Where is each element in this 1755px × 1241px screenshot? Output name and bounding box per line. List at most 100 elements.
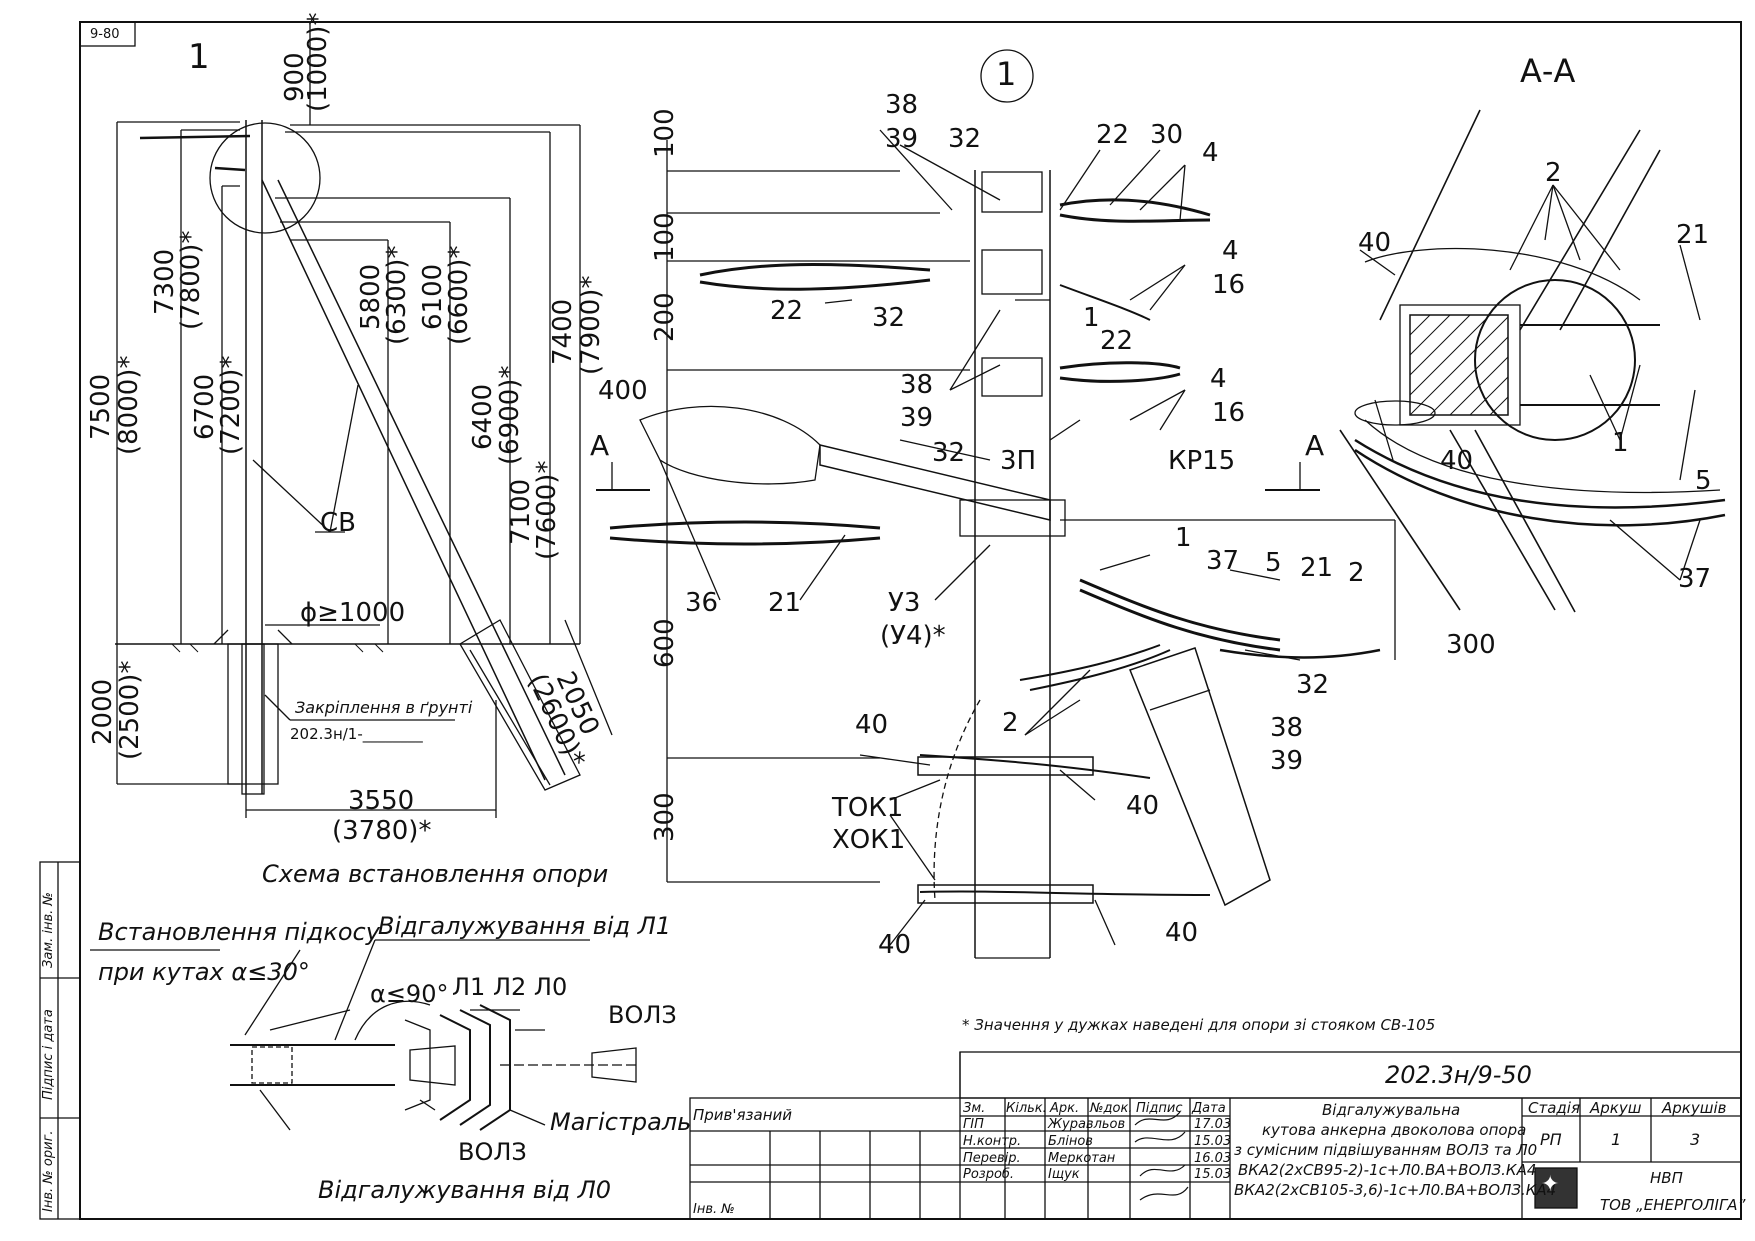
callout-1-a: 1 [1083,303,1100,333]
tb-name-4: Іщук [1048,1167,1080,1182]
dim-h4: 5800 [356,263,386,330]
dim-h3-alt: (7200)* [216,355,246,455]
callout-16-a: 16 [1212,270,1246,300]
callout-39-b: 39 [900,403,934,433]
tb-org-2: ТОВ „ЕНЕРГОЛІГА” [1600,1196,1746,1214]
callout-22-a: 22 [1096,120,1130,150]
callout-32-c: 32 [932,438,966,468]
tb-h-data: Дата [1192,1101,1226,1116]
top-dim-alt: (1000)* [303,12,333,112]
tb-date-3: 16.03 [1194,1151,1232,1166]
callout-40-a: 40 [855,710,889,740]
sec-callout-40-b: 40 [1440,446,1474,476]
doc-code: 202.3н/9-50 [1385,1061,1532,1089]
dim-100-b: 100 [650,212,680,262]
tb-date-1: 17.03 [1194,1117,1232,1132]
callout-tok1: ТОК1 [832,793,904,823]
callout-32-d: 32 [1296,670,1330,700]
section-mark-left: А [590,429,610,462]
tb-sheets: 3 [1690,1130,1701,1149]
dim-h5-alt: (6600)* [444,245,474,345]
logo-icon: ✦ [1541,1172,1560,1197]
dim-h7-alt: (7600)* [532,460,562,560]
dim-h1: 7500 [86,373,116,440]
tb-role-4: Розроб. [963,1167,1015,1182]
vol3-label-a: ВОЛЗ [608,1001,677,1029]
callout-38-c: 38 [1270,713,1304,743]
tb-name-2: Блінов [1048,1134,1093,1149]
strut-note-line1: Встановлення підкосу [98,918,380,946]
tb-h-ndok: №док. [1090,1101,1133,1116]
callout-36: 36 [685,588,719,618]
branch-l1-label: Відгалужування від Л1 [378,912,672,940]
callout-40-c: 40 [1165,918,1199,948]
tb-desc-5: ВКА2(2хСВ105-3,6)-1с+Л0.ВА+ВОЛЗ.КА4 [1234,1181,1557,1199]
sheet-tag: 9-80 [90,27,120,42]
tb-name-1: Журавльов [1048,1117,1126,1132]
callout-2-b: 2 [1002,708,1019,738]
dim-h1-alt: (8000)* [114,355,144,455]
tb-sheets-h: Аркушів [1662,1099,1727,1117]
callout-32-b: 32 [872,303,906,333]
tb-date-4: 15.03 [1194,1167,1232,1182]
base-dim-alt: (3780)* [332,816,432,846]
callout-4-b: 4 [1222,236,1239,266]
callout-kr15: КР15 [1168,446,1236,476]
tb-desc-3: з сумісним підвішуванням ВОЛЗ та Л0 [1234,1141,1538,1159]
tb-desc-2: кутова анкерна двоколова опора [1262,1121,1527,1139]
dim-600: 600 [650,618,680,668]
attached-label: Прив'язаний [693,1106,793,1124]
callout-38-b: 38 [900,370,934,400]
sec-callout-21: 21 [1676,220,1710,250]
dim-300: 300 [650,792,680,842]
tb-stage: РП [1540,1130,1562,1149]
strut-note-line2: при кутах α≤30° [98,958,310,986]
sec-callout-5: 5 [1695,466,1712,496]
tb-h-zm: Зм. [963,1101,986,1116]
tb-date-2: 15.03 [1194,1134,1232,1149]
detail-ref-label: 1 [188,37,210,77]
pole-type-label: СВ [320,508,356,538]
sec-callout-1: 1 [1612,428,1629,458]
callout-21-b: 21 [1300,553,1334,583]
diameter-dim: ϕ≥1000 [300,598,406,628]
callout-16-b: 16 [1212,398,1246,428]
base-dim: 3550 [348,786,415,816]
section-mark-right: А [1305,429,1325,462]
callout-1-b: 1 [1175,523,1192,553]
callout-u3: У3 [888,588,921,618]
sec-callout-2: 2 [1545,158,1562,188]
anchor-label: Закріплення в ґрунті [295,698,473,717]
dim-h6-alt: (6900)* [495,365,525,465]
angle-label: α≤90° [370,980,449,1008]
dim-h8-alt: (7900)* [576,275,606,375]
tb-stage-h: Стадія [1528,1099,1580,1117]
tb-h-kilk: Кільк. [1006,1101,1047,1116]
dim-100-a: 100 [650,108,680,158]
depth-dim: 2000 [88,678,118,745]
tb-org-1: НВП [1650,1169,1683,1187]
callout-4-c: 4 [1210,364,1227,394]
callout-3p: 3П [1000,446,1037,476]
callout-39-c: 39 [1270,746,1304,776]
callout-30: 30 [1150,120,1184,150]
tb-sheet: 1 [1611,1130,1622,1149]
tb-sheet-h: Аркуш [1590,1099,1642,1117]
dim-h2-alt: (7800)* [176,230,206,330]
callout-39-a: 39 [885,124,919,154]
sec-callout-37: 37 [1678,564,1712,594]
tb-h-ark: Арк. [1050,1101,1080,1116]
callout-22-b: 22 [770,296,804,326]
dim-h5: 6100 [418,263,448,330]
callout-5-a: 5 [1265,548,1282,578]
dim-h7: 7100 [506,478,536,545]
lines-label: Л1 Л2 Л0 [452,973,568,1001]
dim-h6: 6400 [468,383,498,450]
inv-label: Інв. № [693,1202,735,1217]
stamp-sign-date: Підпис і дата [41,1009,56,1100]
tb-desc-4: ВКА2(2хСВ95-2)-1с+Л0.ВА+ВОЛЗ.КА4 [1238,1161,1537,1179]
tb-role-3: Перевір. [963,1151,1021,1166]
anchor-ref: 202.3н/1-________ [290,725,423,743]
callout-xok1: ХОК1 [832,825,906,855]
